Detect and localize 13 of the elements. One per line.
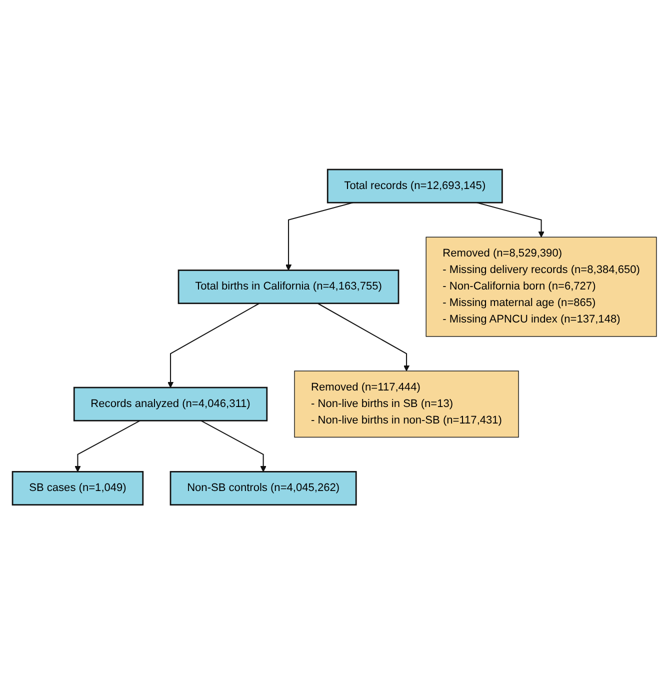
node-box: Total records (n=12,693,145) xyxy=(326,168,503,204)
node-box: Total births in California (n=4,163,755) xyxy=(178,269,400,304)
node-box: Records analyzed (n=4,046,311) xyxy=(73,386,268,422)
arrow xyxy=(167,302,260,388)
node-box: Removed (n=8,529,390) - Missing delivery records (n=8,384,650) - Non-California born (n=6,727) - Missing maternal age (n=865) - Missing APNCU index (n=137,148) xyxy=(426,236,657,337)
node-box: Removed (n=117,444) - Non-live births in SB (n=13) - Non-live births in non-SB (n=117,431) xyxy=(294,370,519,438)
arrow xyxy=(200,420,266,472)
node-box: Non-SB controls (n=4,045,262) xyxy=(170,470,357,506)
arrow xyxy=(317,302,410,372)
node-box: SB cases (n=1,049) xyxy=(12,470,144,506)
arrow xyxy=(476,202,544,238)
arrow xyxy=(285,202,354,270)
arrow xyxy=(74,420,140,472)
